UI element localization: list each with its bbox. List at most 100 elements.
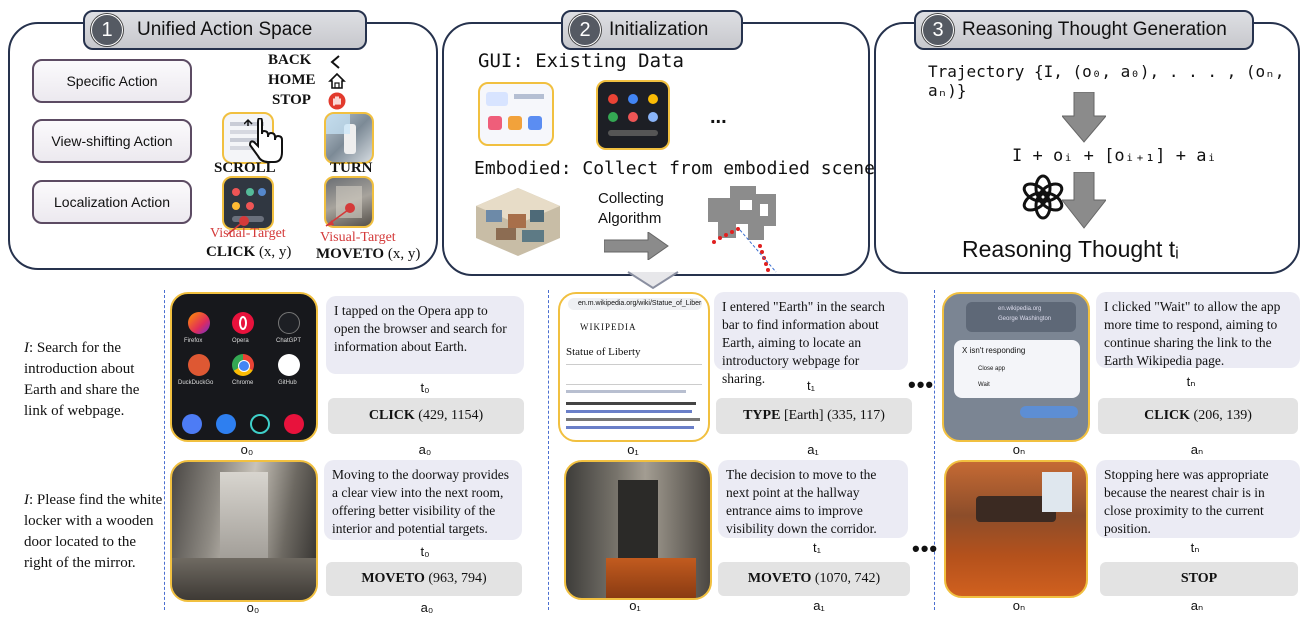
moveto-keyword: MOVETO: [316, 246, 385, 262]
back-label: BACK: [268, 52, 312, 68]
wiki-snippet: en.wikipedia.org: [998, 306, 1042, 312]
row1-a0-label: a₀: [418, 442, 432, 457]
app-label-chatgpt: ChatGPT: [276, 338, 302, 344]
row2-actionn: STOP: [1100, 562, 1298, 596]
row1-thoughtn: I clicked "Wait" to allow the app more t…: [1096, 292, 1300, 368]
panel1-title: Unified Action Space: [137, 19, 313, 40]
wait-option: Wait: [978, 382, 990, 388]
row2-instruction: I: Please find the white locker with a w…: [24, 490, 164, 574]
turn-label: TURN: [330, 160, 373, 176]
row2-action1: MOVETO (1070, 742): [718, 562, 910, 596]
row1-tn-label: tₙ: [1186, 374, 1196, 389]
row2-o0-label: o₀: [246, 600, 260, 615]
turn-thumbnail: [324, 112, 374, 164]
close-app-option: Close app: [978, 366, 1006, 372]
row1-o0-screenshot: Firefox Opera ChatGPT DuckDuckGo Chrome …: [170, 292, 318, 442]
down-arrow-icon-2: [1062, 172, 1106, 229]
row2-on-label: oₙ: [1012, 598, 1026, 613]
row1-t1-label: t₁: [807, 378, 815, 393]
row2-action1-keyword: MOVETO: [747, 571, 812, 586]
separator-1: [164, 290, 165, 610]
moveto-target-marker: [325, 203, 355, 227]
gui-app-store-thumbnail: [478, 82, 554, 146]
row2-a1-label: a₁: [813, 598, 825, 613]
click-target-marker: [227, 216, 249, 235]
house-3d-model: [476, 188, 560, 256]
stop-hand-icon: [328, 92, 346, 110]
stop-label: STOP: [272, 92, 311, 108]
row1-instruction: I: Search for the introduction about Ear…: [24, 338, 164, 422]
panel1-title-tab: 1 Unified Action Space: [83, 10, 367, 50]
row2-thought1: The decision to move to the next point a…: [718, 460, 908, 538]
row1-action1: TYPE [Earth] (335, 117): [716, 398, 912, 434]
row2-actionn-keyword: STOP: [1180, 571, 1218, 586]
panel1-number-badge: 1: [91, 14, 123, 46]
moveto-args: (x, y): [387, 246, 421, 262]
row1-o0-label: o₀: [240, 442, 254, 457]
row1-a1-label: a₁: [807, 442, 819, 457]
gui-ellipsis: ...: [710, 106, 727, 128]
chevron-down-icon: [627, 271, 679, 290]
row1-thought1: I entered "Earth" in the search bar to f…: [714, 292, 908, 386]
row1-action0: CLICK (429, 1154): [328, 398, 524, 434]
click-args: (x, y): [258, 244, 292, 260]
row2-an-label: aₙ: [1190, 598, 1204, 613]
wiki-title: Statue of Liberty: [566, 346, 641, 358]
row2-a0-label: a₀: [420, 600, 434, 615]
separator-2: [548, 290, 549, 610]
row1-actionn-args: (206, 139): [1190, 408, 1252, 423]
app-label-opera: Opera: [232, 338, 249, 344]
row1-an-label: aₙ: [1190, 442, 1204, 457]
row2-o0-image: [170, 460, 318, 602]
click-keyword: CLICK: [206, 244, 256, 260]
view-shifting-action-box: View-shifting Action: [32, 119, 192, 163]
row1-action0-args: (429, 1154): [414, 408, 484, 423]
panel2-title-tab: 2 Initialization: [561, 10, 743, 50]
app-label-github: GitHub: [278, 380, 297, 386]
scroll-label: SCROLL: [214, 160, 276, 176]
row1-actionn-keyword: CLICK: [1144, 408, 1191, 423]
row1-action0-keyword: CLICK: [368, 408, 415, 423]
row1-ellipsis: •••: [908, 372, 935, 397]
row2-t1-label: t₁: [813, 540, 821, 555]
row1-action1-args: [Earth] (335, 117): [780, 408, 885, 423]
row1-o1-screenshot: en.m.wikipedia.org/wiki/Statue_of_Libert…: [558, 292, 710, 442]
wiki-logo: WIKIPEDIA: [580, 322, 637, 332]
click-action-label: CLICK (x, y): [206, 244, 291, 261]
home-icon: [328, 72, 346, 89]
row1-thought0: I tapped on the Opera app to open the br…: [326, 296, 524, 374]
back-icon: [330, 55, 340, 69]
not-responding-title: X isn't responding: [962, 346, 1026, 355]
row2-tn-label: tₙ: [1190, 540, 1200, 555]
app-label-chrome: Chrome: [232, 380, 254, 386]
row1-action1-keyword: TYPE: [743, 408, 781, 423]
row1-actionn: CLICK (206, 139): [1098, 398, 1298, 434]
click-visual-target-label: Visual-Target: [210, 226, 286, 241]
row1-instruction-i: I: [24, 340, 29, 356]
app-label-duckduckgo: DuckDuckGo: [178, 380, 214, 386]
panel2-title: Initialization: [609, 19, 709, 40]
moveto-visual-target-label: Visual-Target: [320, 230, 396, 245]
home-label: HOME: [268, 72, 316, 88]
collecting-label: Collecting: [598, 190, 664, 207]
separator-3: [934, 290, 935, 610]
row1-on-screenshot: en.wikipedia.org George Washington X isn…: [942, 292, 1090, 442]
row2-thoughtn: Stopping here was appropriate because th…: [1096, 460, 1300, 538]
right-arrow-icon: [604, 232, 669, 260]
panel3-title: Reasoning Thought Generation: [962, 19, 1227, 40]
gui-existing-data-label: GUI: Existing Data: [478, 50, 684, 72]
row2-action1-args: (1070, 742): [811, 571, 881, 586]
panel-reasoning-thought-generation: [874, 22, 1300, 274]
row1-o1-label: o₁: [627, 442, 639, 457]
row1-instruction-text: : Search for the introduction about Eart…: [24, 340, 140, 419]
wiki-snippet-2: George Washington: [998, 316, 1052, 322]
localization-action-box: Localization Action: [32, 180, 192, 224]
input-formula: I + oᵢ + [oᵢ₊₁] + aᵢ: [1012, 146, 1217, 166]
row2-action0-keyword: MOVETO: [361, 571, 425, 586]
row2-o1-label: o₁: [629, 598, 641, 613]
moveto-action-label: MOVETO (x, y): [316, 246, 420, 263]
row2-thought0: Moving to the doorway provides a clear v…: [324, 460, 522, 540]
row2-ellipsis: •••: [912, 536, 939, 561]
reasoning-thought-label: Reasoning Thought tᵢ: [962, 236, 1179, 262]
row2-action0-args: (963, 794): [424, 571, 487, 586]
